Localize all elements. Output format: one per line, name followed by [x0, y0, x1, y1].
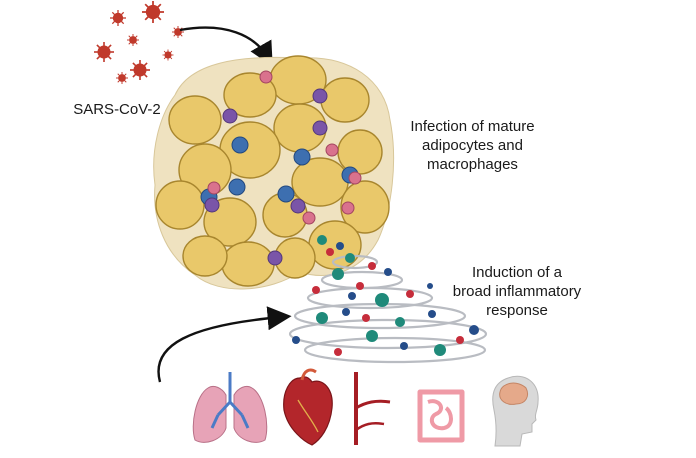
macrophage — [222, 108, 238, 124]
systemic-arrow — [157, 306, 292, 383]
cytokine — [406, 290, 414, 298]
cytokine — [434, 344, 446, 356]
cytokine — [317, 235, 327, 245]
cytokine — [342, 308, 350, 316]
cytokine — [356, 282, 364, 290]
cytokine — [312, 286, 320, 294]
cytokine — [345, 253, 355, 263]
cytokine — [292, 336, 300, 344]
cytokine — [336, 242, 344, 250]
cytokine — [366, 330, 378, 342]
adipocyte — [223, 72, 277, 118]
macrophage — [312, 88, 328, 104]
immune-cell — [277, 185, 295, 203]
cytokine-dots — [292, 235, 479, 356]
adipocyte — [340, 180, 390, 234]
spiral-ring — [331, 254, 379, 270]
immune-cells — [200, 70, 362, 266]
spiral-ring — [306, 286, 434, 310]
cytokine — [400, 342, 408, 350]
virus-particle — [141, 0, 165, 24]
virus-particle — [171, 25, 185, 39]
virus-particle — [162, 49, 174, 61]
immune-cell-pink — [259, 70, 273, 84]
virus-label: SARS-CoV-2 — [73, 101, 161, 118]
cytokine — [334, 348, 342, 356]
macrophage — [312, 120, 328, 136]
cytokine — [362, 314, 370, 322]
adipocyte — [221, 241, 275, 287]
mature-adipocytes — [155, 55, 390, 287]
cytokine — [384, 268, 392, 276]
brain-head-icon — [492, 375, 539, 447]
induction-label: Induction of a broad inflammatory respon… — [452, 264, 582, 319]
macrophage — [267, 250, 283, 266]
infection-label: Infection of mature adipocytes and macro… — [410, 118, 535, 173]
lungs-icon — [192, 372, 268, 443]
virus-particle — [129, 59, 151, 81]
cytokine — [326, 248, 334, 256]
cytokine — [428, 310, 436, 318]
blood-vessel-icon — [354, 372, 391, 445]
virus-particle — [93, 41, 115, 63]
cytokine — [395, 317, 405, 327]
cytokine-spiral — [288, 235, 488, 364]
adipocyte — [155, 180, 205, 230]
immune-cell-pink — [325, 143, 339, 157]
immune-cell — [231, 136, 249, 154]
spiral-ring — [288, 318, 488, 350]
adipocyte — [320, 77, 370, 123]
cytokine — [316, 312, 328, 324]
cytokine — [332, 268, 344, 280]
cytokine — [456, 336, 464, 344]
spiral-ring — [303, 336, 487, 364]
immune-cell — [228, 178, 246, 196]
sars-cov-2-virus-cluster — [93, 0, 185, 85]
immune-cell-pink — [348, 171, 362, 185]
cytokine — [348, 292, 356, 300]
cytokine — [368, 262, 376, 270]
cytokine — [427, 283, 433, 289]
immune-cell-pink — [302, 211, 316, 225]
cytokine — [375, 293, 389, 307]
immune-cell-pink — [341, 201, 355, 215]
heart-icon — [283, 368, 333, 446]
macrophage — [204, 197, 220, 213]
adipocyte — [182, 235, 228, 277]
adipocyte — [337, 129, 383, 175]
intestine-icon — [417, 389, 465, 443]
adipocyte — [168, 95, 222, 145]
immune-cell — [293, 148, 311, 166]
virus-particle — [126, 33, 140, 47]
virus-particle — [115, 71, 129, 85]
adipose-tissue — [153, 55, 395, 290]
infection-arrow — [179, 26, 273, 67]
immune-cell-pink — [207, 181, 221, 195]
macrophage — [290, 198, 306, 214]
virus-particle — [109, 9, 127, 27]
cytokine — [469, 325, 479, 335]
